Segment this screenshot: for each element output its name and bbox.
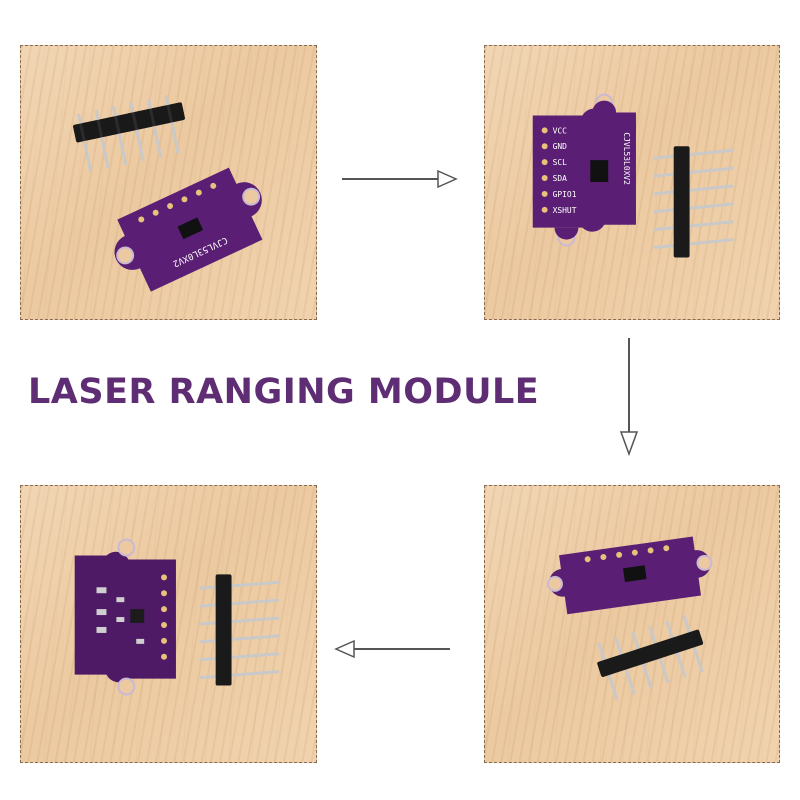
- page-title: LASER RANGING MODULE: [28, 372, 540, 412]
- pin-label-gpio1: GPIO1: [553, 190, 577, 199]
- sensor-photo-1: CJVL53L0XV2: [73, 94, 263, 292]
- sensor-board: [547, 536, 713, 615]
- arrow-left-icon: [334, 638, 452, 660]
- photo-panel-4: [484, 485, 780, 763]
- sensor-board-back: [74, 538, 176, 696]
- pin-label-xshut: XSHUT: [553, 206, 577, 215]
- pin-header: [73, 94, 185, 173]
- pin-label-gnd: GND: [553, 142, 568, 151]
- arrow-down-icon: [618, 336, 640, 457]
- sensor-photo-4: [547, 536, 713, 700]
- arrow-right-icon: [340, 168, 458, 190]
- photo-panel-1: CJVL53L0XV2: [20, 45, 317, 320]
- sensor-photo-3: [74, 538, 280, 696]
- pin-header: [653, 146, 734, 258]
- pin-label-vcc: VCC: [553, 126, 568, 135]
- pin-header: [199, 574, 280, 686]
- sensor-board: VCC GND SCL SDA GPIO1 XSHUT CJVL53L0XV2: [532, 93, 636, 247]
- pin-header: [597, 614, 704, 700]
- photo-panel-3: [20, 485, 317, 763]
- pin-label-sda: SDA: [553, 174, 568, 183]
- pin-label-scl: SCL: [553, 158, 568, 167]
- board-model-label: CJVL53L0XV2: [622, 132, 631, 185]
- sensor-photo-2: VCC GND SCL SDA GPIO1 XSHUT CJVL53L0XV2: [532, 93, 734, 258]
- photo-panel-2: VCC GND SCL SDA GPIO1 XSHUT CJVL53L0XV2: [484, 45, 780, 320]
- sensor-board: CJVL53L0XV2: [114, 167, 263, 292]
